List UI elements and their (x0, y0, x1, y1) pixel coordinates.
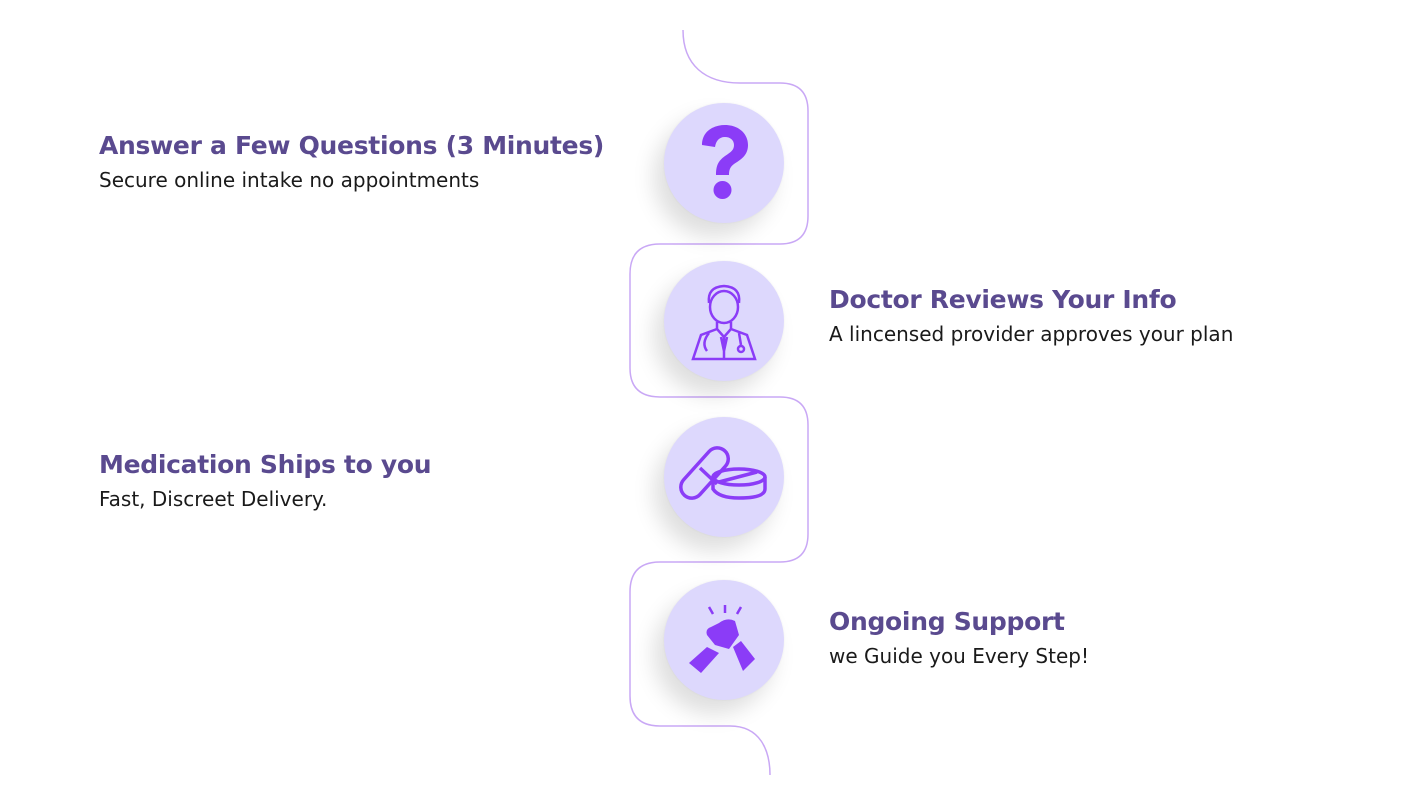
step-title: Answer a Few Questions (3 Minutes) (99, 131, 605, 160)
step-subtitle: A lincensed provider approves your plan (829, 322, 1234, 346)
step-subtitle: we Guide you Every Step! (829, 644, 1089, 668)
step-subtitle: Secure online intake no appointments (99, 168, 480, 192)
doctor-icon (691, 284, 757, 361)
handshake-icon (689, 605, 755, 673)
step-4-circle (664, 580, 784, 700)
step-4: Ongoing Support we Guide you Every Step! (829, 607, 1089, 668)
step-1-circle (664, 103, 784, 223)
step-title: Ongoing Support (829, 607, 1065, 636)
step-subtitle: Fast, Discreet Delivery. (99, 487, 328, 511)
pills-icon (679, 446, 767, 500)
step-title: Medication Ships to you (99, 450, 432, 479)
step-2-circle (664, 261, 784, 381)
question-icon (702, 125, 748, 199)
step-3-circle (664, 417, 784, 537)
step-2: Doctor Reviews Your Info A lincensed pro… (829, 285, 1233, 346)
step-1: Answer a Few Questions (3 Minutes) Secur… (99, 131, 604, 192)
step-3: Medication Ships to you Fast, Discreet D… (99, 450, 432, 511)
step-title: Doctor Reviews Your Info (829, 285, 1177, 314)
